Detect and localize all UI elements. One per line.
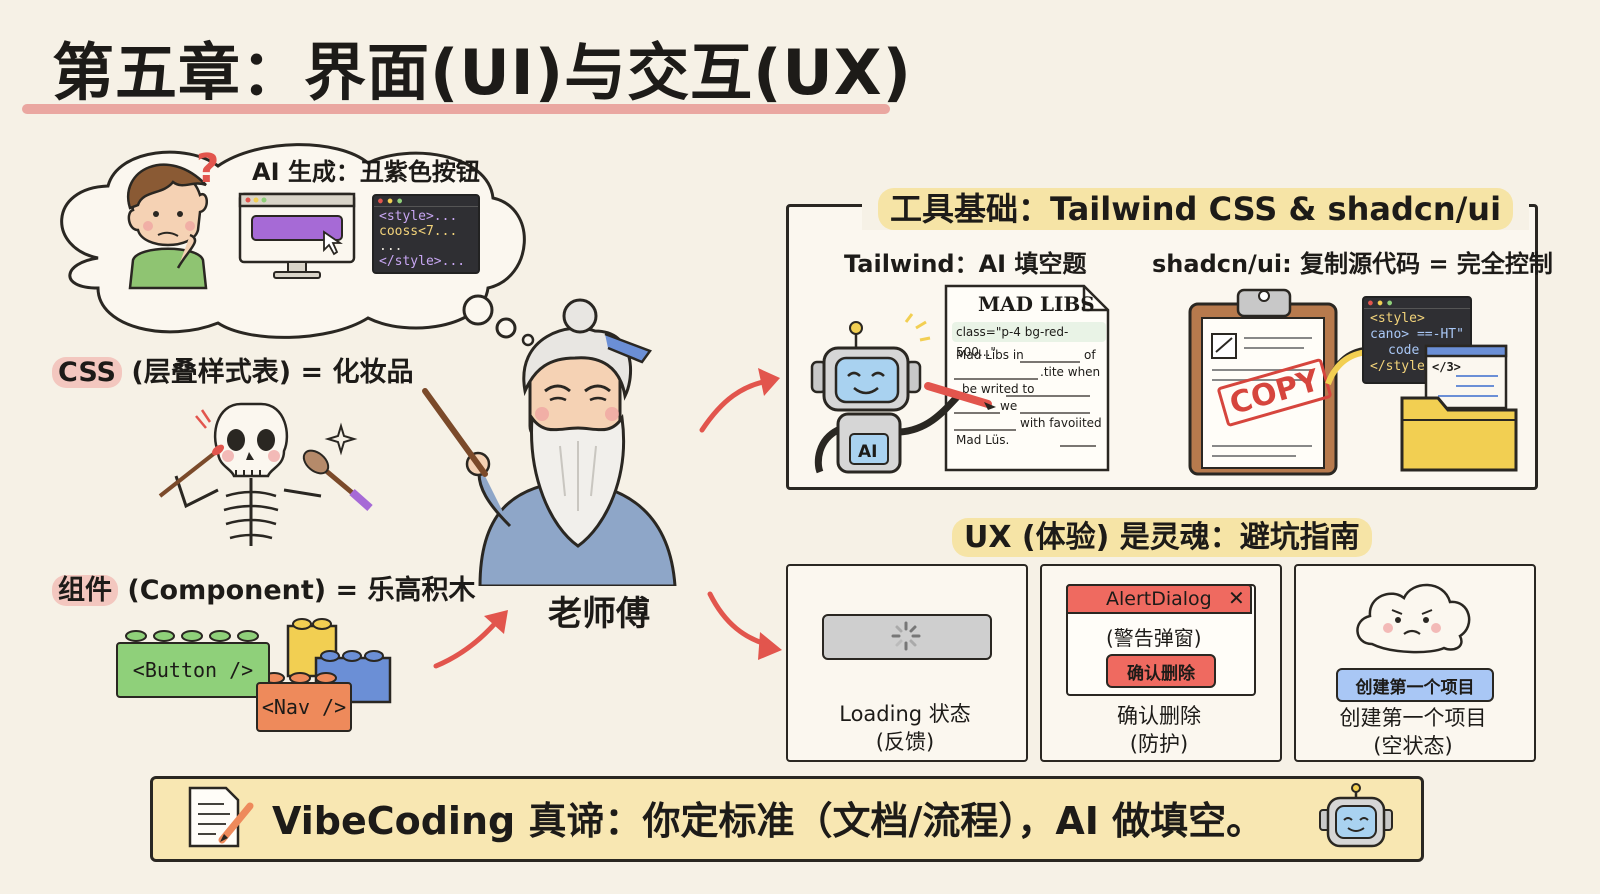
loading-caption-line: (反馈) [875, 730, 935, 754]
lego-blocks-graphic [125, 618, 392, 704]
mad-libs-line: of [1084, 348, 1096, 362]
skeleton-makeup-icon [158, 402, 373, 546]
mad-libs-title: MAD LIBS [978, 292, 1095, 316]
css-keyword: CSS [52, 357, 122, 388]
code-line: cano> ==-HT" [1370, 327, 1464, 342]
alert-caption: 确认删除 (防护) [1040, 702, 1278, 758]
sad-cloud-icon [1356, 583, 1471, 654]
mad-libs-class-line: class="p-4 bg-red-500..." [952, 322, 1106, 359]
robot-ai-badge: AI [858, 442, 878, 462]
empty-caption-line: 创建第一个项目 [1339, 706, 1487, 730]
loading-caption-line: Loading 状态 [839, 702, 971, 726]
loading-caption: Loading 状态 (反馈) [786, 700, 1024, 756]
title-underline [22, 104, 890, 114]
loading-bar [822, 614, 992, 660]
empty-caption-line: (空状态) [1373, 734, 1453, 758]
ux-panel-title: UX (体验) 是灵魂：避坑指南 [952, 512, 1372, 557]
mad-libs-line: with favoiited [1020, 416, 1102, 430]
component-keyword: 组件 [52, 575, 118, 606]
mad-libs-line: we [1000, 399, 1018, 413]
robot-icon [1319, 783, 1393, 848]
code-line: ... [379, 239, 403, 254]
arrow-icon [433, 610, 508, 669]
mad-libs-line: be writed to [962, 382, 1035, 396]
tools-panel-title: 工具基础：Tailwind CSS & shadcn/ui [862, 184, 1530, 230]
component-heading: 组件 (Component) = 乐高积木 [52, 568, 476, 607]
alert-caption-line: 确认删除 [1117, 704, 1201, 728]
tailwind-label: Tailwind：AI 填空题 [844, 250, 1087, 278]
arrow-icon [699, 368, 780, 433]
lego-nav-block: <Nav /> [256, 682, 352, 732]
css-heading-rest: (层叠样式表) = 化妆品 [122, 357, 414, 388]
component-heading-rest: (Component) = 乐高积木 [118, 575, 476, 606]
alert-caption-line: (防护) [1129, 732, 1189, 756]
monitor-icon [238, 192, 356, 279]
confused-boy-icon [127, 163, 208, 290]
lego-button-block: <Button /> [116, 642, 270, 698]
code-line: cooss<7... [379, 224, 458, 239]
close-icon[interactable]: ✕ [1228, 586, 1245, 610]
code-line: </style> [1370, 359, 1433, 374]
mad-libs-line: Mad Libs in [956, 348, 1024, 362]
document-pen-icon [188, 786, 254, 848]
code-line: </style>... [379, 254, 466, 269]
teacher-label: 老师傅 [548, 594, 650, 634]
footer-banner [150, 776, 1424, 862]
ai-generated-label: AI 生成：丑紫色按钮 [252, 158, 480, 186]
shadcn-label: shadcn/ui: 复制源代码 = 完全控制 [1152, 250, 1553, 278]
ux-title-text: UX (体验) 是灵魂：避坑指南 [952, 518, 1372, 557]
create-first-project-button[interactable]: 创建第一个项目 [1336, 668, 1494, 702]
bubble-code-window: ● ● ● <style>... cooss<7... ... </style>… [372, 194, 480, 274]
code-line: <style> [1370, 311, 1425, 326]
spinner-icon [891, 621, 921, 651]
small-code-tag: </3> [1432, 360, 1461, 374]
old-master-teacher-icon [422, 298, 677, 586]
footer-text: VibeCoding 真谛：你定标准（文档/流程），AI 做填空。 [272, 799, 1265, 843]
window-dots: ● ● ● [374, 196, 478, 207]
cursor-icon [323, 230, 343, 256]
empty-caption: 创建第一个项目 (空状态) [1294, 704, 1532, 760]
mad-libs-line: .tite when [1040, 365, 1101, 379]
page-title: 第五章：界面(UI)与交互(UX) [52, 36, 912, 109]
alert-dialog-title: AlertDialog [1106, 588, 1212, 610]
confirm-delete-button[interactable]: 确认删除 [1106, 654, 1216, 688]
folder-icon [1400, 344, 1518, 472]
blank-lines [954, 361, 1096, 447]
css-heading: CSS (层叠样式表) = 化妆品 [52, 350, 414, 389]
alert-dialog-subtitle: (警告弹窗) [1106, 626, 1202, 650]
shadcn-code-window: ● ● ● <style> cano> ==-HT" code </style> [1362, 296, 1472, 384]
alert-dialog-header [1066, 584, 1252, 614]
clipboard-icon [1188, 288, 1338, 476]
tools-title-text: 工具基础：Tailwind CSS & shadcn/ui [878, 188, 1514, 230]
loading-state-card [786, 564, 1028, 762]
arrow-icon [707, 591, 782, 660]
sparkle-icon [324, 422, 358, 456]
code-line: <style>... [379, 209, 458, 224]
mad-libs-line: Mad Lüs. [956, 433, 1010, 447]
window-dots: ● ● ● [1364, 298, 1470, 309]
code-line: code [1388, 343, 1420, 358]
robot-icon [810, 313, 996, 474]
question-mark-icon: ? [196, 146, 220, 192]
